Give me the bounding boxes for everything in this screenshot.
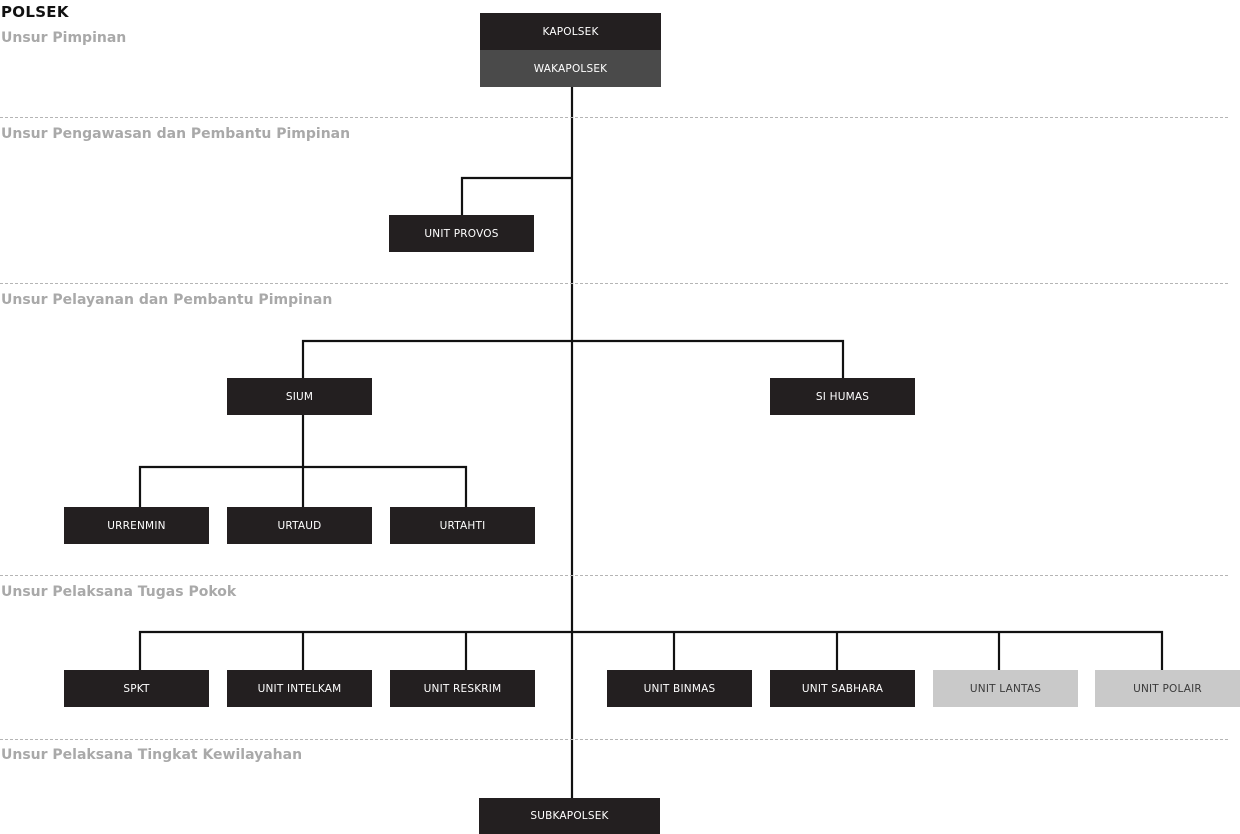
section-label-pengawasan: Unsur Pengawasan dan Pembantu Pimpinan (1, 126, 351, 142)
node-unit-sabhara: UNIT SABHARA (770, 670, 915, 707)
node-spkt: SPKT (64, 670, 209, 707)
node-unit-reskrim: UNIT RESKRIM (390, 670, 535, 707)
node-sium: SIUM (227, 378, 372, 415)
node-unit-intelkam: UNIT INTELKAM (227, 670, 372, 707)
section-label-pimpinan: Unsur Pimpinan (1, 30, 127, 46)
section-label-pelayanan: Unsur Pelayanan dan Pembantu Pimpinan (1, 292, 333, 308)
node-urtahti: URTAHTI (390, 507, 535, 544)
chart-title: POLSEK (1, 3, 69, 21)
node-urrenmin: URRENMIN (64, 507, 209, 544)
section-divider (0, 283, 1228, 284)
node-wakapolsek: WAKAPOLSEK (480, 50, 661, 87)
node-urtaud: URTAUD (227, 507, 372, 544)
node-unit-provos: UNIT PROVOS (389, 215, 534, 252)
node-unit-binmas: UNIT BINMAS (607, 670, 752, 707)
section-label-pelaksana-tugas: Unsur Pelaksana Tugas Pokok (1, 584, 237, 600)
connector-provos (460, 176, 572, 215)
node-unit-polair: UNIT POLAIR (1095, 670, 1240, 707)
node-kapolsek: KAPOLSEK (480, 13, 661, 50)
node-si-humas: SI HUMAS (770, 378, 915, 415)
section-label-kewilayahan: Unsur Pelaksana Tingkat Kewilayahan (1, 747, 303, 763)
node-subkapolsek: SUBKAPOLSEK (479, 798, 660, 834)
node-unit-lantas: UNIT LANTAS (933, 670, 1078, 707)
section-divider (0, 575, 1228, 576)
connector-pelaksana (138, 630, 1164, 670)
connector-pelayanan (301, 339, 845, 378)
section-divider (0, 117, 1228, 118)
section-divider (0, 739, 1228, 740)
